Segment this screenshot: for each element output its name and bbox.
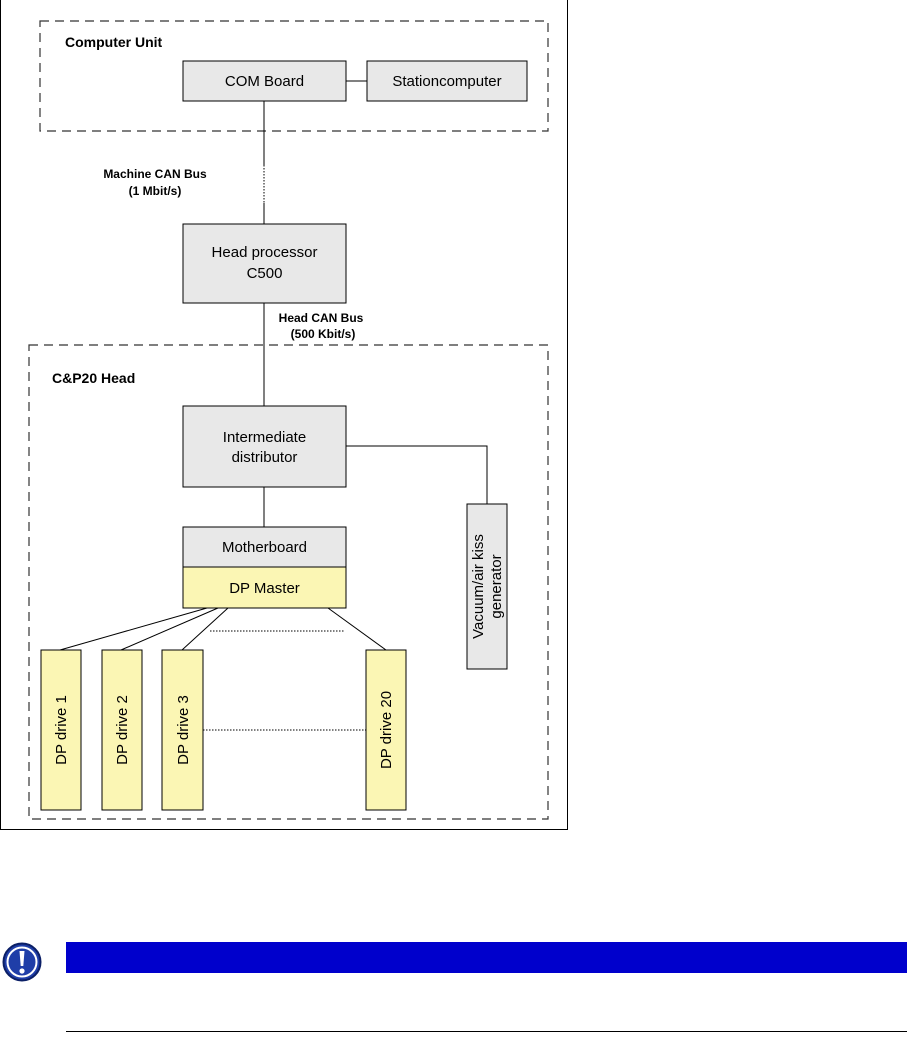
intermediate-distributor-label-2: distributor (232, 449, 298, 466)
note-header-bar (66, 942, 907, 973)
head-bus-speed: (500 Kbit/s) (291, 327, 356, 341)
intermediate-distributor-box (183, 406, 346, 487)
motherboard-label: Motherboard (222, 539, 307, 556)
head-processor-label: Head processor (212, 244, 318, 261)
intermediate-distributor-label-1: Intermediate (223, 429, 306, 446)
head-bus-label: Head CAN Bus (279, 311, 364, 325)
vacuum-generator-label-2: generator (488, 554, 505, 618)
head-title: C&P20 Head (52, 370, 135, 386)
dp-drive-3-label: DP drive 3 (175, 695, 192, 765)
distributor-vacuum-link (346, 446, 487, 504)
dp-master-label: DP Master (229, 580, 300, 597)
master-drive3-link (182, 608, 228, 650)
master-drive20-link (328, 608, 386, 650)
machine-bus-label: Machine CAN Bus (103, 167, 207, 181)
stationcomputer-label: Stationcomputer (392, 73, 501, 90)
system-block-diagram: Computer Unit COM Board Stationcomputer … (0, 0, 568, 830)
dp-drive-20-label: DP drive 20 (378, 691, 395, 769)
machine-bus-speed: (1 Mbit/s) (129, 184, 182, 198)
master-drive1-link (60, 608, 207, 650)
head-processor-box (183, 224, 346, 303)
vacuum-generator-label-1: Vacuum/air kiss (470, 534, 487, 639)
bottom-divider (66, 1031, 907, 1032)
head-processor-model: C500 (247, 265, 283, 282)
master-drive2-link (121, 608, 218, 650)
dp-drive-1-label: DP drive 1 (53, 695, 70, 765)
exclamation-icon (2, 942, 42, 982)
dp-drive-2-label: DP drive 2 (114, 695, 131, 765)
com-board-label: COM Board (225, 73, 304, 90)
computer-unit-title: Computer Unit (65, 34, 163, 50)
